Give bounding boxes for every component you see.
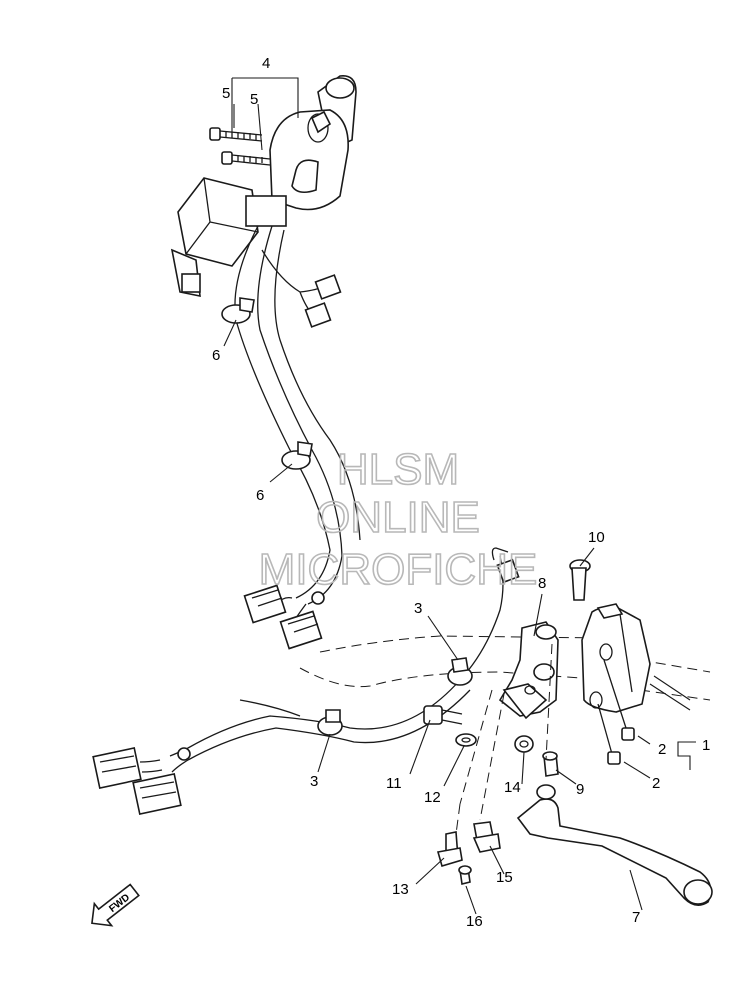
callout-5-right: 5 bbox=[250, 91, 258, 108]
forward-direction-arrow: FWD bbox=[91, 883, 140, 927]
callout-3-upper: 3 bbox=[414, 600, 422, 617]
callout-14: 14 bbox=[504, 779, 521, 796]
callout-6-lower: 6 bbox=[256, 487, 264, 504]
callout-15: 15 bbox=[496, 869, 513, 886]
watermark-line-1: HLSM bbox=[337, 445, 459, 494]
lower-handlebar-outline bbox=[299, 635, 711, 701]
callout-7: 7 bbox=[632, 909, 640, 926]
lever-collar bbox=[514, 735, 534, 753]
clutch-switch-washer bbox=[455, 733, 477, 747]
callout-12: 12 bbox=[424, 789, 441, 806]
leader-lines bbox=[223, 77, 696, 915]
switch-screw-lower bbox=[221, 151, 271, 166]
right-switch-screw-b bbox=[597, 703, 621, 765]
callout-5-left: 5 bbox=[222, 85, 230, 102]
right-switch-screw-a bbox=[603, 659, 635, 741]
callout-16: 16 bbox=[466, 913, 483, 930]
lever-bush bbox=[542, 751, 559, 777]
wire-clamp-middle bbox=[281, 441, 313, 470]
callout-labels: 4 5 5 6 6 3 3 10 8 1 2 2 11 12 14 9 13 1… bbox=[212, 55, 710, 930]
relay-connector-box bbox=[170, 177, 287, 297]
callout-4: 4 bbox=[262, 55, 270, 72]
callout-6-upper: 6 bbox=[212, 347, 220, 364]
watermark-line-2: ONLINE bbox=[316, 493, 480, 542]
callout-3-lower: 3 bbox=[310, 773, 318, 790]
switch-screw-upper bbox=[209, 127, 263, 142]
callout-13: 13 bbox=[392, 881, 409, 898]
upper-coupler-block bbox=[243, 584, 325, 650]
clutch-switch-pin bbox=[458, 865, 472, 885]
lever-bracket bbox=[498, 621, 559, 720]
callout-2-lower: 2 bbox=[652, 775, 660, 792]
callout-2-upper: 2 bbox=[658, 741, 666, 758]
clutch-switch-screw bbox=[423, 705, 463, 725]
clutch-switch bbox=[472, 821, 501, 853]
callout-8: 8 bbox=[538, 575, 546, 592]
callout-11: 11 bbox=[386, 775, 402, 792]
wire-clamp-lower-right bbox=[447, 657, 473, 686]
wire-clamp-upper bbox=[221, 297, 255, 324]
callout-9: 9 bbox=[576, 781, 584, 798]
callout-10: 10 bbox=[588, 529, 605, 546]
lower-wire-harness bbox=[187, 547, 520, 761]
callout-1: 1 bbox=[702, 737, 710, 754]
watermark-line-3: MICROFICHE bbox=[259, 545, 538, 594]
small-connector-pair bbox=[261, 249, 342, 328]
clutch-lever bbox=[516, 784, 713, 906]
wire-clamp-lower-left bbox=[317, 709, 343, 736]
lower-coupler-block bbox=[92, 747, 191, 815]
assembly-guide-lines bbox=[455, 643, 553, 835]
left-handlebar-switch-assembly bbox=[269, 75, 357, 211]
watermark: HLSM ONLINE MICROFICHE bbox=[258, 444, 538, 595]
right-handlebar-switch bbox=[581, 603, 651, 713]
